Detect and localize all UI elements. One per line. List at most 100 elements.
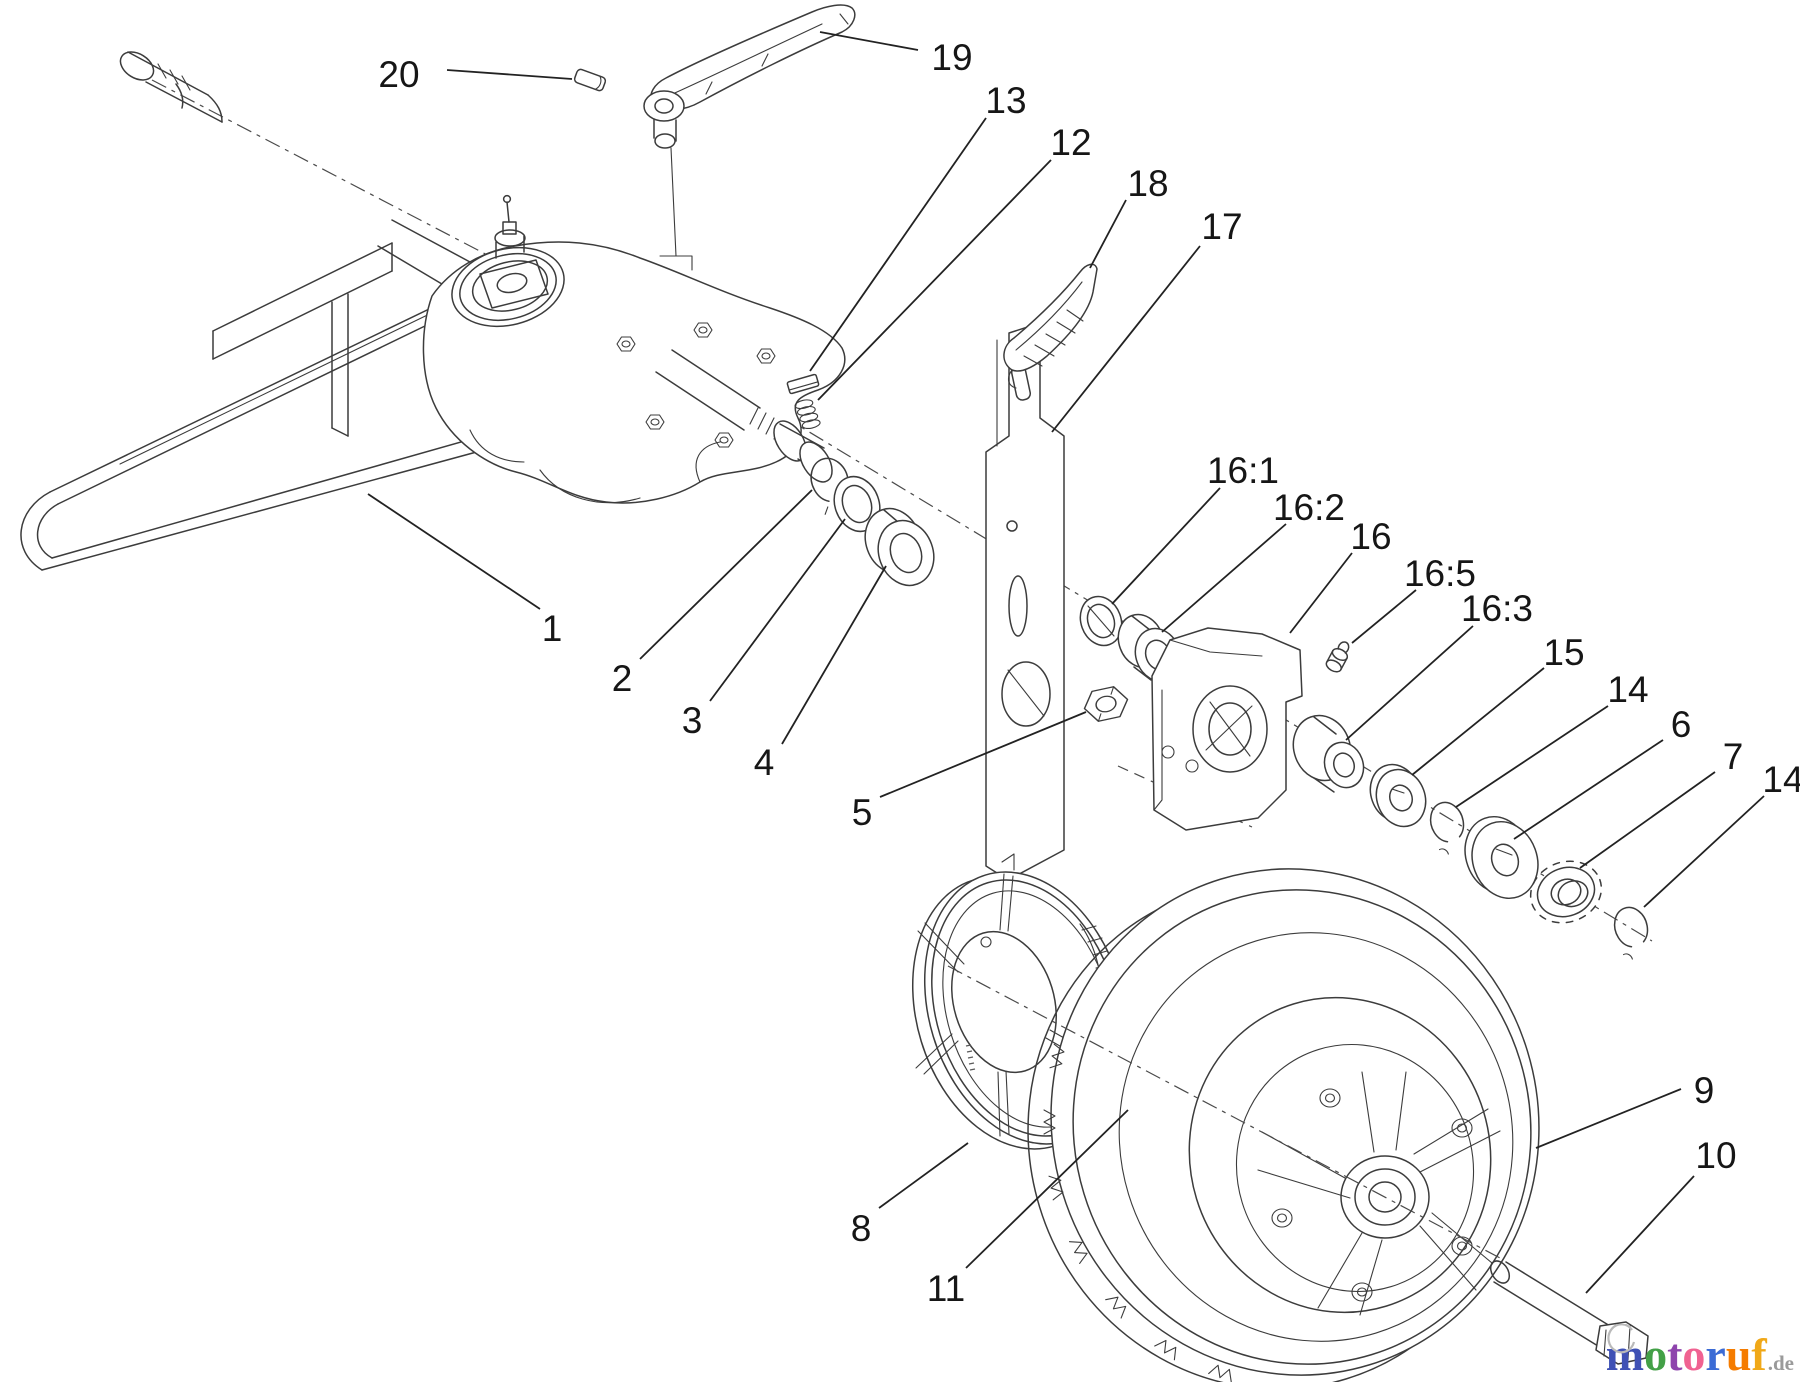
leader-line-14 — [1455, 705, 1609, 808]
e-clip — [1429, 801, 1465, 855]
wheel-bolts — [1271, 1088, 1473, 1302]
wheel-half-marking — [965, 1044, 976, 1071]
hub — [1340, 1155, 1430, 1239]
callout-3: 3 — [682, 518, 846, 741]
callout-17: 17 — [1051, 206, 1243, 433]
callout-16: 16 — [1289, 516, 1392, 634]
leader-line-15 — [1411, 667, 1545, 776]
leader-line-16-1 — [1111, 487, 1221, 605]
logo-letter: t — [1667, 1329, 1683, 1380]
leader-line-2 — [639, 489, 813, 660]
leader-line-20 — [446, 69, 573, 80]
callout-14: 14 — [1455, 669, 1649, 808]
input-shaft — [655, 349, 833, 483]
logo-letter: o — [1644, 1329, 1668, 1380]
callout-5: 5 — [852, 711, 1087, 833]
leader-line-14 — [1643, 795, 1765, 908]
grease-fitting — [1325, 641, 1350, 673]
leader-line-8 — [878, 1142, 969, 1209]
part-number-label: 15 — [1543, 632, 1584, 673]
assembly-axis-lines — [151, 79, 1653, 942]
leader-line-16-3 — [1345, 625, 1474, 741]
logo-letter: m — [1605, 1329, 1645, 1380]
callout-16-5: 16:5 — [1351, 553, 1476, 644]
logo-letter: f — [1751, 1329, 1767, 1380]
callout-19: 19 — [819, 31, 973, 78]
part-number-label: 7 — [1723, 736, 1744, 777]
axle-tube — [119, 51, 471, 291]
part-number-label: 2 — [612, 658, 633, 699]
callout-11: 11 — [927, 1109, 1129, 1309]
part-number-label: 17 — [1201, 206, 1242, 247]
part-number-label: 9 — [1694, 1070, 1715, 1111]
leader-line-16-5 — [1351, 589, 1417, 644]
part-number-label: 18 — [1127, 163, 1168, 204]
part-number-label: 16 — [1350, 516, 1391, 557]
logo-suffix: .de — [1767, 1351, 1794, 1375]
leader-line-16 — [1289, 552, 1353, 634]
logo-word: motoruf — [1606, 1332, 1767, 1378]
part-number-label: 14 — [1762, 759, 1800, 800]
callout-4: 4 — [754, 565, 887, 783]
part-number-label: 13 — [985, 80, 1026, 121]
keyed-washer — [1464, 816, 1539, 899]
part-number-label: 11 — [927, 1268, 965, 1309]
detent-spring — [794, 399, 821, 430]
part-number-label: 19 — [931, 37, 972, 78]
slotted-washer — [1369, 763, 1427, 828]
oil-seal — [1079, 595, 1123, 647]
shaft-bearing — [864, 507, 935, 587]
leader-line-17 — [1051, 245, 1201, 433]
leader-line-10 — [1585, 1175, 1695, 1294]
height-adjuster-bracket — [985, 322, 1065, 881]
logo-swoosh-icon — [1607, 1324, 1635, 1354]
callout-14: 14 — [1643, 759, 1800, 908]
hex-nut — [1083, 686, 1129, 722]
logo-letter: r — [1705, 1329, 1726, 1380]
part-number-label: 16:3 — [1461, 588, 1533, 629]
part-number-label: 8 — [851, 1208, 872, 1249]
callout-16-1: 16:1 — [1111, 450, 1279, 605]
part-number-label: 10 — [1695, 1135, 1736, 1176]
leader-line-13 — [809, 117, 987, 372]
logo-letter: u — [1725, 1329, 1752, 1380]
leader-line-6 — [1513, 739, 1664, 840]
leader-line-3 — [709, 518, 846, 702]
lever-pin — [573, 68, 607, 92]
wheel-axis-line — [947, 965, 1501, 1259]
leader-line-11 — [965, 1109, 1129, 1269]
callout-12: 12 — [817, 122, 1092, 401]
wheel-tire — [1027, 868, 1540, 1382]
belt-pulley — [451, 194, 565, 328]
part-number-label: 5 — [852, 792, 873, 833]
callout-13: 13 — [809, 80, 1027, 372]
leader-line-18 — [1089, 199, 1127, 269]
part-number-label: 3 — [682, 700, 703, 741]
leader-line-16-2 — [1161, 523, 1287, 633]
clutch-roller — [773, 420, 833, 483]
part-number-label: 12 — [1050, 122, 1091, 163]
e-clip — [1613, 906, 1649, 960]
part-number-label: 4 — [754, 742, 775, 783]
callout-10: 10 — [1585, 1135, 1737, 1294]
part-number-label: 16:1 — [1207, 450, 1279, 491]
callout-6: 6 — [1513, 704, 1692, 840]
leader-line-12 — [817, 159, 1052, 401]
part-number-label: 6 — [1671, 704, 1692, 745]
leader-line-1 — [367, 493, 541, 610]
part-number-label: 16:2 — [1273, 487, 1345, 528]
leader-line-7 — [1579, 771, 1716, 869]
outer-bearing — [1292, 714, 1365, 793]
part-number-label: 14 — [1607, 669, 1648, 710]
logo-letter: o — [1682, 1329, 1706, 1380]
callout-16-2: 16:2 — [1161, 487, 1345, 633]
callout-20: 20 — [378, 54, 573, 95]
callout-2: 2 — [612, 489, 813, 699]
leader-line-9 — [1535, 1088, 1682, 1149]
callout-1: 1 — [367, 493, 562, 649]
gear-case-bolts — [616, 322, 776, 448]
callout-15: 15 — [1411, 632, 1585, 776]
leader-line-5 — [879, 711, 1087, 798]
